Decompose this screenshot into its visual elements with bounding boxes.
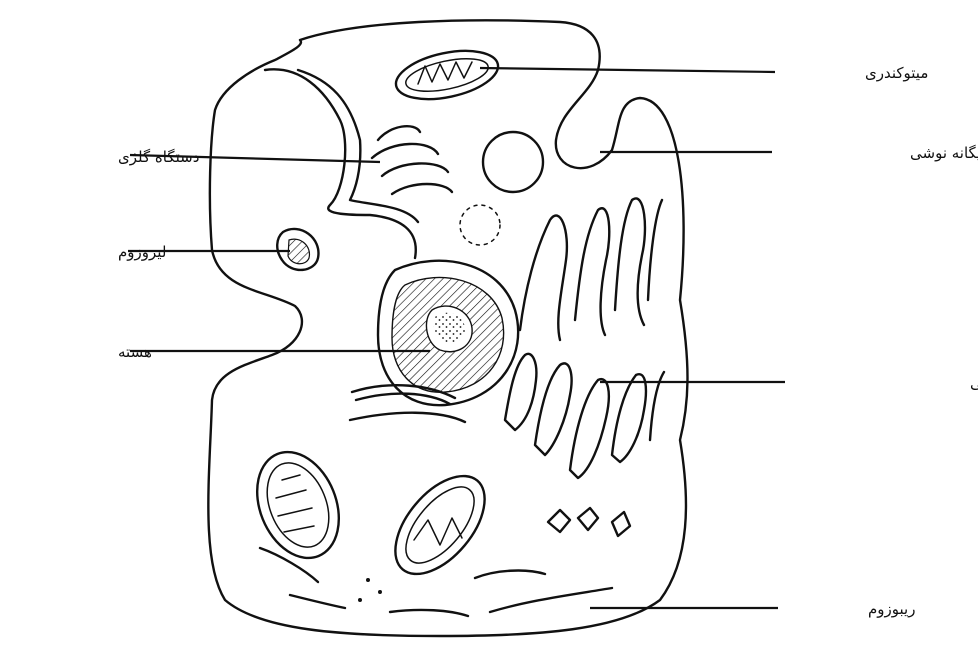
label-ribosome: ریبوزوم <box>868 600 915 618</box>
rough-er-lower <box>505 354 664 478</box>
label-mitochondria: میتوکندری <box>865 64 928 82</box>
label-golgi: دستگاه گلژی <box>118 148 199 166</box>
label-lysosome: لیزوزوم <box>118 243 166 261</box>
small-vesicles <box>548 508 630 536</box>
golgi-apparatus <box>372 126 452 194</box>
label-er: شبکه درون پلاسمایی <box>970 374 978 393</box>
mitochondrion-lower-left <box>242 440 354 570</box>
mitochondrion-lower-middle <box>378 460 502 590</box>
mitochondrion-top <box>392 43 503 108</box>
vacuole-round <box>483 132 543 192</box>
label-nucleus: هسته <box>118 343 152 361</box>
nucleus <box>378 261 518 405</box>
vesicle-cluster <box>460 205 500 245</box>
label-endocytosis: حفره بیگانه نوشی <box>910 144 978 162</box>
lysosome <box>277 229 318 270</box>
leader-mitochondria <box>480 68 775 72</box>
rough-er-upper <box>520 198 662 340</box>
